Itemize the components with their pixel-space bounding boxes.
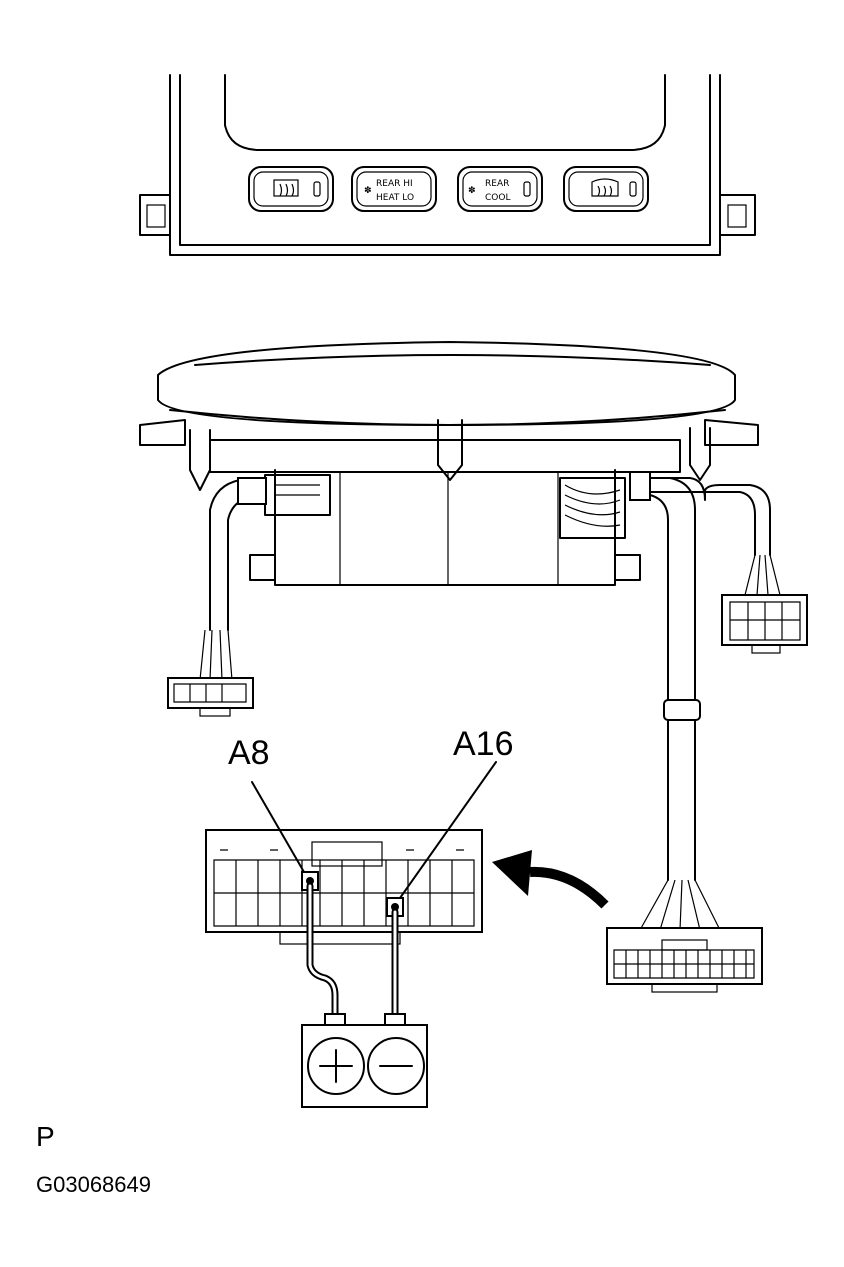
indicator-led bbox=[313, 181, 321, 197]
right-harness bbox=[606, 471, 808, 993]
button-line2: HEAT LO bbox=[376, 193, 414, 203]
enlarged-connector bbox=[205, 829, 483, 945]
left-harness bbox=[167, 477, 267, 717]
indicator-led bbox=[523, 181, 531, 197]
terminal-label-a16: A16 bbox=[453, 725, 514, 763]
footer-letter: P bbox=[36, 1121, 55, 1152]
test-leads bbox=[306, 882, 399, 1022]
control-panel-front: ✽ REAR HI HEAT LO ✽ REAR COOL bbox=[139, 74, 756, 256]
main-harness-connector bbox=[606, 927, 763, 993]
indicator-led bbox=[629, 181, 637, 197]
small-connector-right bbox=[721, 594, 808, 654]
button-line1: REAR HI bbox=[376, 179, 413, 189]
rear-defogger-button[interactable] bbox=[248, 166, 334, 212]
battery-positive-icon bbox=[319, 1049, 353, 1083]
rear-cool-button[interactable]: ✽ REAR COOL bbox=[457, 166, 543, 212]
small-connector-left bbox=[167, 677, 254, 717]
control-panel-top-view bbox=[139, 341, 759, 586]
fan-icon: ✽ bbox=[468, 186, 476, 196]
leader-line-a8 bbox=[251, 781, 305, 873]
button-line2: COOL bbox=[485, 193, 510, 203]
button-line1: REAR bbox=[485, 179, 509, 189]
curved-arrow-icon bbox=[492, 850, 609, 909]
figure-code: G03068649 bbox=[36, 1172, 151, 1197]
terminal-label-a8: A8 bbox=[228, 734, 270, 772]
rear-defogger-icon bbox=[273, 179, 299, 197]
leader-line-a16 bbox=[399, 761, 497, 899]
windshield-defogger-icon bbox=[591, 178, 619, 197]
battery bbox=[301, 1013, 428, 1108]
windshield-defogger-button[interactable] bbox=[563, 166, 649, 212]
fan-icon: ✽ bbox=[364, 186, 372, 196]
rear-hi-heat-lo-button[interactable]: ✽ REAR HI HEAT LO bbox=[351, 166, 437, 212]
